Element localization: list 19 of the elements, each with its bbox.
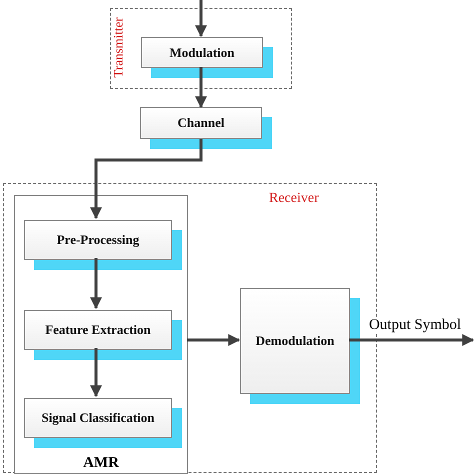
group-title: AMR [82,456,120,471]
process-box: Channel [140,107,262,139]
arrow [90,258,102,310]
arrow [195,0,207,38]
arrow [90,139,202,220]
arrow [90,348,102,398]
arrow [187,334,240,346]
group-box [14,195,188,474]
process-box: Modulation [141,37,263,68]
process-box: Signal Classification [24,398,172,438]
process-box: Demodulation [240,288,350,394]
dashed-group-box [110,8,292,89]
process-box: Pre-Processing [24,220,172,260]
process-box: Feature Extraction [24,310,172,350]
arrow [349,334,474,346]
edge-label: Output Symbol [368,318,462,333]
group-title: Receiver [269,192,319,206]
group-title: Transmitter [112,16,124,80]
arrow [195,67,207,108]
